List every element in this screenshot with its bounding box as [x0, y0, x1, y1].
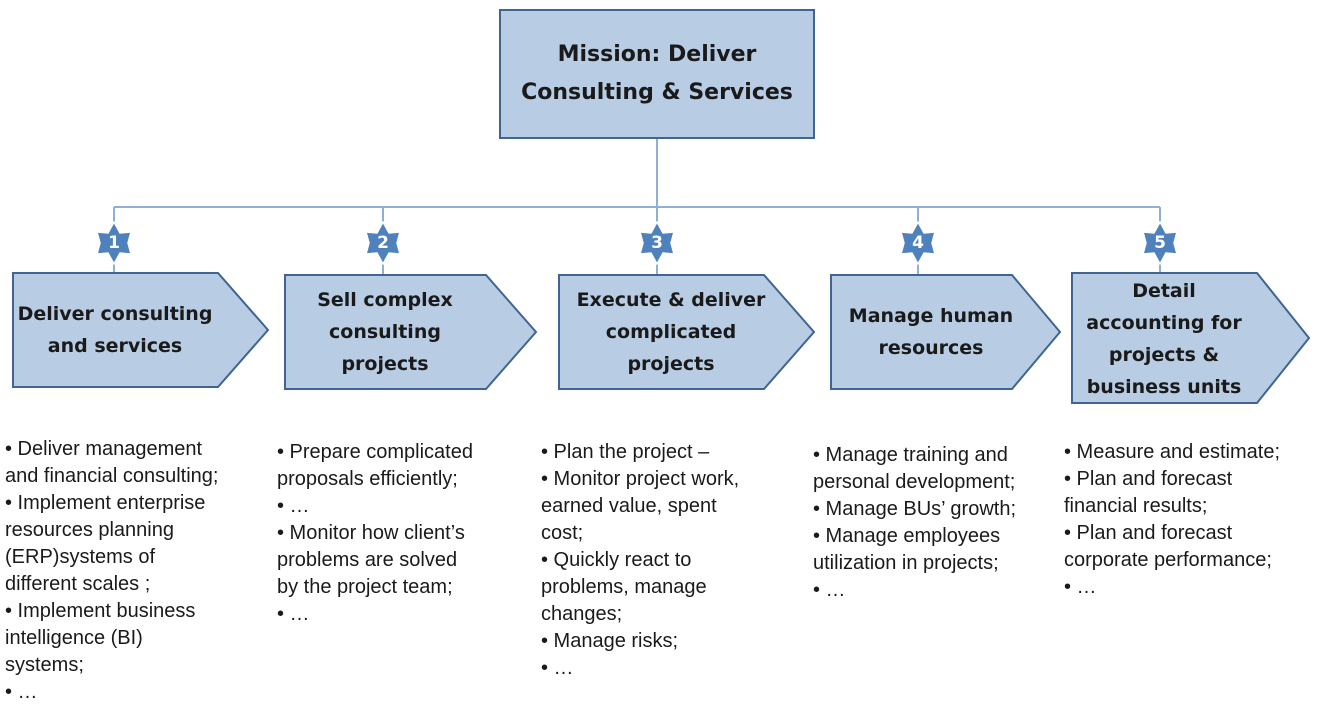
step-number: 5	[1154, 233, 1166, 253]
chevron-shape	[284, 274, 538, 390]
chevron-shape	[1071, 272, 1311, 404]
chevron-shape	[558, 274, 816, 390]
function-bullets-3: • Plan the project – • Monitor project w…	[541, 441, 740, 679]
function-title: Execute & deliver complicated projects	[576, 289, 766, 375]
step-number: 2	[377, 233, 389, 253]
star-icon	[638, 221, 676, 265]
star-icon	[95, 221, 133, 265]
function-bullets-4: • Manage training and personal developme…	[813, 444, 1017, 601]
step-number: 1	[108, 233, 120, 253]
function-title: Manage human resources	[848, 305, 1014, 359]
star-icon	[1141, 221, 1179, 265]
star-icon	[899, 221, 937, 265]
star-badge-5: 5	[1138, 221, 1182, 265]
function-chevron-3: Execute & deliver complicated projects	[558, 274, 816, 390]
star-badge-4: 4	[896, 221, 940, 265]
step-number: 3	[651, 233, 663, 253]
function-chevron-4: Manage human resources	[830, 274, 1062, 390]
function-title: Sell complex consulting projects	[317, 289, 453, 375]
star-badge-3: 3	[635, 221, 679, 265]
function-bullets-2: • Prepare complicated proposals efficien…	[277, 441, 473, 625]
star-badge-1: 1	[92, 221, 136, 265]
function-title: Deliver consulting and services	[17, 303, 213, 357]
function-chevron-5: Detail accounting for projects & busines…	[1071, 272, 1311, 405]
star-badge-2: 2	[361, 221, 405, 265]
mission-box: Mission: Deliver Consulting & Services	[499, 9, 815, 139]
chevron-shape	[12, 272, 270, 388]
function-chevron-2: Sell complex consulting projects	[284, 274, 538, 390]
function-chevron-1: Deliver consulting and services	[12, 272, 270, 388]
function-bullets-5: • Measure and estimate; • Plan and forec…	[1064, 441, 1280, 598]
function-bullets-1: • Deliver management and financial consu…	[5, 438, 219, 703]
chevron-shape	[830, 274, 1062, 390]
function-title: Detail accounting for projects & busines…	[1086, 279, 1242, 398]
step-number: 4	[912, 233, 924, 253]
star-icon	[364, 221, 402, 265]
